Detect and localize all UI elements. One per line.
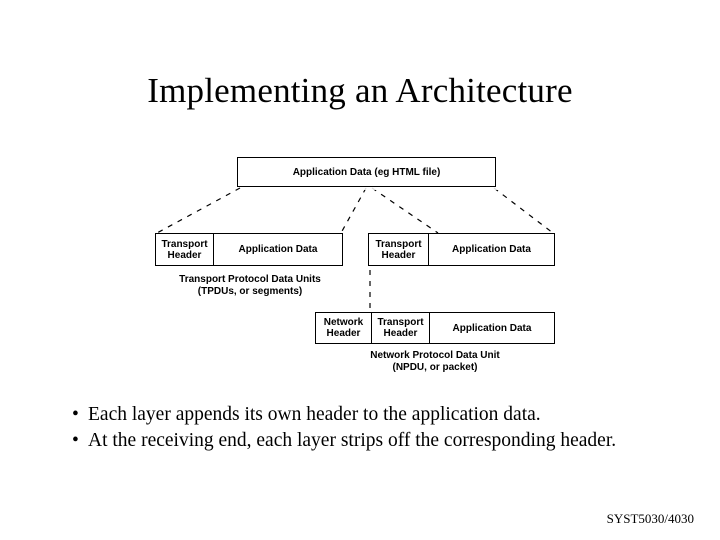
bullet-marker: •: [72, 404, 79, 425]
list-item: • Each layer appends its own header to th…: [70, 402, 685, 428]
field-transport-header: Transport Header: [371, 313, 429, 343]
caption-tpdu: Transport Protocol Data Units (TPDUs, or…: [179, 274, 321, 297]
field-application-data: Application Data: [429, 313, 554, 343]
list-item: • At the receiving end, each layer strips…: [70, 428, 685, 454]
npdu-box[interactable]: Network Header Transport Header Applicat…: [315, 312, 555, 344]
application-data-box[interactable]: Application Data (eg HTML file): [237, 157, 496, 187]
bullet-marker: •: [72, 430, 79, 451]
tpdu-box-right-shadow-bottom: [372, 265, 559, 269]
field-network-header: Network Header: [323, 317, 364, 339]
npdu-box-shadow-bottom: [319, 343, 559, 347]
field-application-data: Application Data: [428, 234, 554, 265]
field-transport-header: Transport Header: [161, 238, 208, 261]
connector-app-to-left-start: [156, 187, 241, 234]
field-application-data: Application Data (eg HTML file): [292, 166, 441, 178]
bullet-list: • Each layer appends its own header to th…: [70, 402, 685, 454]
connector-app-to-left-end: [340, 187, 367, 234]
protocol-encapsulation-diagram: Application Data (eg HTML file) Transpor…: [155, 157, 559, 373]
tpdu-box-left[interactable]: Transport Header Application Data: [155, 233, 343, 266]
field-application-data: Application Data: [213, 234, 342, 265]
field-transport-header: Transport Header: [375, 238, 422, 261]
list-item-text: Each layer appends its own header to the…: [88, 404, 541, 425]
application-data-box-shadow-right: [496, 161, 500, 189]
application-data-box-shadow-bottom: [241, 186, 501, 190]
connector-app-to-right-end: [493, 187, 554, 234]
tpdu-box-left-shadow-bottom: [159, 265, 347, 269]
connector-app-to-right-start: [371, 187, 439, 234]
list-item-text: At the receiving end, each layer strips …: [88, 430, 617, 451]
slide-footer: SYST5030/4030: [606, 511, 694, 526]
page-title: Implementing an Architecture: [147, 71, 573, 110]
caption-npdu: Network Protocol Data Unit (NPDU, or pac…: [370, 350, 500, 373]
tpdu-box-right[interactable]: Transport Header Application Data: [368, 233, 555, 266]
